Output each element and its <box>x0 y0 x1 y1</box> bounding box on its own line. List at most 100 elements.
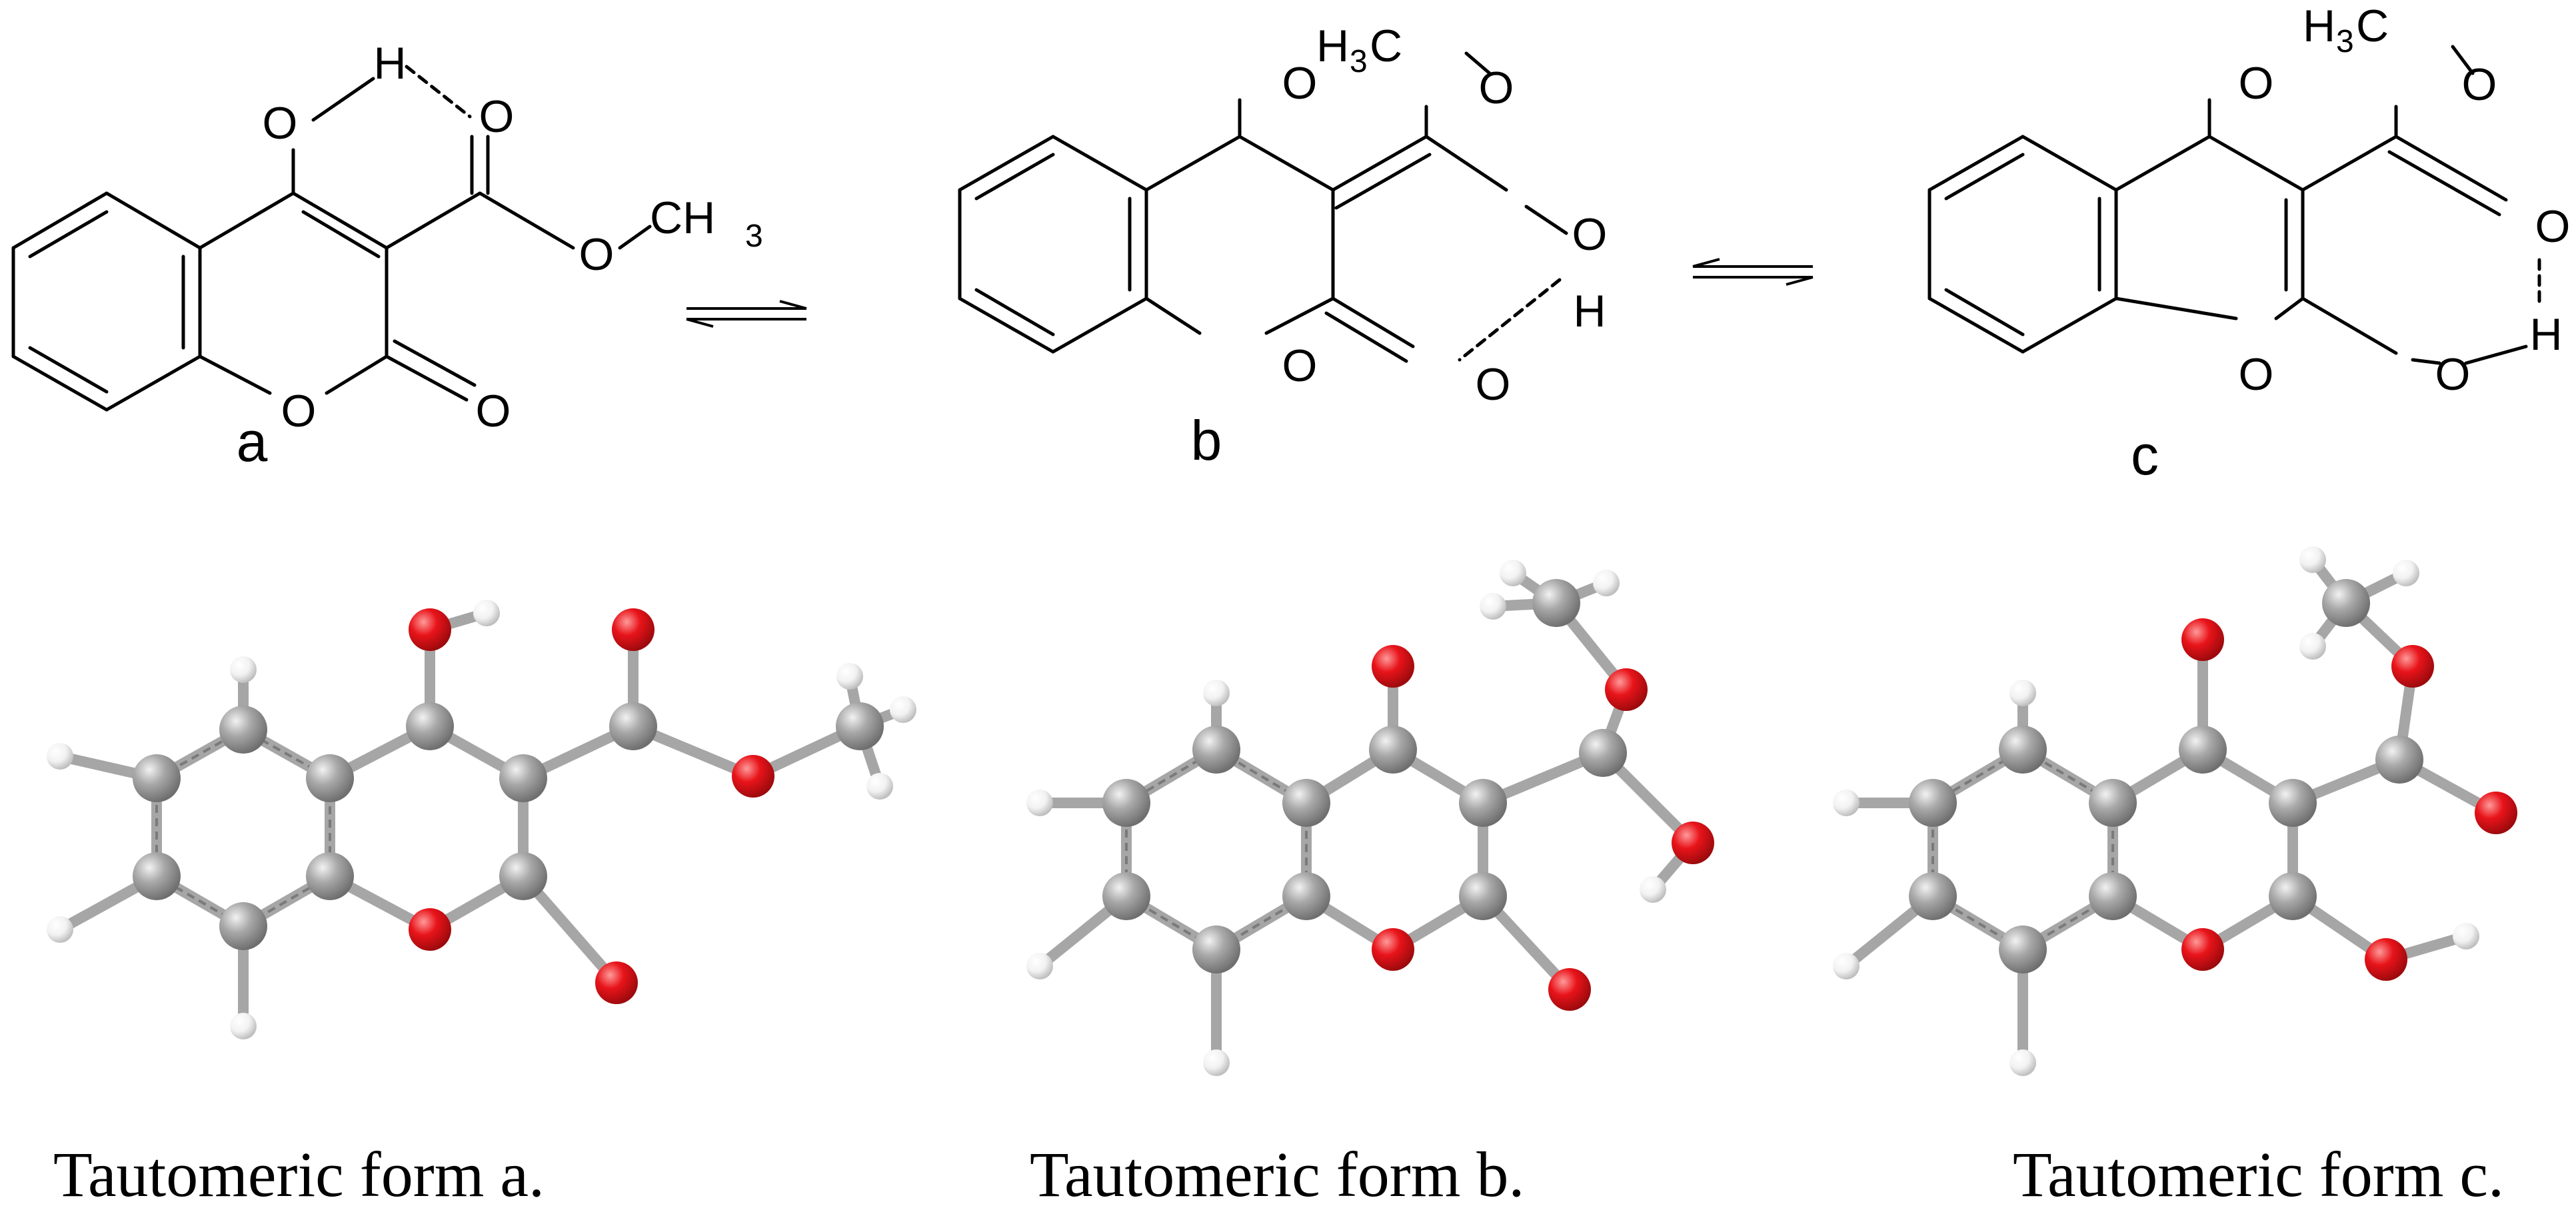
carbon-atom <box>2089 779 2137 827</box>
model-a-sticks <box>55 608 908 1031</box>
equilibrium-arrow-b-c <box>1692 258 1814 286</box>
atom-O-hydroxyl-a: O <box>263 98 298 149</box>
carbon-atom <box>1282 779 1330 827</box>
oxygen-atom <box>409 608 451 651</box>
caption-c: Tautomeric form c. <box>2013 1139 2504 1208</box>
atom-methyl-sub-b: 3 <box>1350 44 1368 79</box>
carbon-atom <box>1282 872 1330 920</box>
atom-O-carbonyl-c: O <box>2535 201 2571 252</box>
atom-O-hydroxyl-b: O <box>1572 209 1608 260</box>
hydrogen-atom <box>1026 790 1053 816</box>
atom-O-ring-a: O <box>281 386 317 436</box>
bonds-structure-a <box>11 65 652 412</box>
hydrogen-atom <box>230 1013 257 1039</box>
carbon-atom <box>1102 872 1150 920</box>
carbon-atom <box>2269 872 2317 920</box>
carbon-atom <box>406 702 454 750</box>
hydrogen-atom <box>47 916 73 943</box>
carbon-atom <box>2089 872 2137 920</box>
atom-O-lactone-a: O <box>476 386 511 436</box>
atom-O-carbonyl-a: O <box>479 91 515 142</box>
oxygen-atom <box>2391 645 2434 688</box>
equilibrium-arrow-a-b <box>686 300 807 328</box>
hydrogen-atom <box>1833 953 1860 979</box>
structures-2d <box>11 45 2541 412</box>
hydrogen-atom <box>1203 1049 1230 1076</box>
atom-methyl-c: H <box>2303 1 2335 51</box>
structure-label-b: b <box>1191 409 1222 472</box>
model-b-aromatic <box>1125 748 1308 951</box>
atom-H-bridge-c: H <box>2529 309 2562 360</box>
atom-O-ester-a: O <box>579 229 615 280</box>
atom-methyl-a: CH <box>650 193 715 243</box>
hydrogen-atom <box>2453 923 2479 949</box>
atom-H-hydroxyl-a: H <box>373 38 406 89</box>
carbon-atom <box>499 852 547 900</box>
atom-methyl-sub-c: 3 <box>2336 24 2354 59</box>
oxygen-atom <box>2181 618 2224 661</box>
model-c-aromatic <box>1932 748 2114 951</box>
atom-O-lactone-b: O <box>1476 359 1511 410</box>
atom-O-ketone-c: O <box>2239 58 2274 109</box>
oxygen-atom <box>732 755 774 798</box>
caption-a: Tautomeric form a. <box>53 1139 545 1208</box>
carbon-atom <box>1459 779 1507 827</box>
atom-O-ester-c: O <box>2462 59 2497 110</box>
hydrogen-atom <box>230 656 257 683</box>
structure-label-c: c <box>2131 424 2159 486</box>
atom-O-hydroxyl-c: O <box>2435 349 2471 400</box>
models-3d <box>47 546 2517 1076</box>
oxygen-atom <box>595 961 638 1004</box>
atom-O-ester-b: O <box>1479 63 1514 113</box>
atom-methyl-c-b: C <box>1370 21 1402 71</box>
carbon-atom <box>1999 726 2047 774</box>
oxygen-atom <box>1372 928 1414 971</box>
carbon-atom <box>306 852 354 900</box>
carbon-atom <box>306 754 354 802</box>
oxygen-atom <box>2181 928 2224 971</box>
carbon-atom <box>1532 579 1580 627</box>
labels-a: O H O O CH 3 O O a <box>237 38 763 473</box>
atom-O-ring-c: O <box>2239 349 2274 400</box>
carbon-atom <box>133 754 181 802</box>
hydrogen-atom <box>1026 953 1053 979</box>
atom-methyl-b: H <box>1316 21 1349 71</box>
model-b <box>1026 560 1714 1076</box>
hydrogen-atom <box>2009 1049 2036 1076</box>
model-c-atoms <box>1833 546 2517 1076</box>
oxygen-atom <box>1372 645 1414 688</box>
carbon-atom <box>1909 872 1957 920</box>
carbon-atom <box>609 702 657 750</box>
hydrogen-atom <box>1480 593 1506 620</box>
oxygen-atom <box>612 608 654 651</box>
carbon-atom <box>1192 726 1240 774</box>
hydrogen-atom <box>47 743 73 770</box>
atom-methyl-sub-a: 3 <box>745 219 763 254</box>
carbon-atom <box>1999 925 2047 973</box>
hydrogen-atom <box>1833 790 1860 816</box>
atom-H-hydroxyl-b: H <box>1573 286 1606 336</box>
bonds-structure-b <box>958 51 1568 363</box>
carbon-atom <box>1369 726 1417 774</box>
oxygen-atom <box>2365 938 2407 981</box>
labels-c: H 3 C O O O H O O c <box>2131 1 2570 486</box>
hydrogen-atom <box>2393 560 2419 586</box>
hydrogen-atom <box>890 696 916 723</box>
carbon-atom <box>2269 779 2317 827</box>
model-b-atoms <box>1026 560 1714 1076</box>
caption-b: Tautomeric form b. <box>1030 1139 1524 1208</box>
hydrogen-atom <box>1640 876 1666 903</box>
hydrogen-atom <box>2009 680 2036 706</box>
hydrogen-atom <box>473 600 500 626</box>
carbon-atom <box>1192 925 1240 973</box>
atom-methyl-c-c: C <box>2356 1 2389 51</box>
carbon-atom <box>219 902 267 950</box>
oxygen-atom <box>1672 822 1714 864</box>
hydrogen-atom <box>1593 570 1620 596</box>
atom-O-ketone-b: O <box>1282 58 1318 109</box>
structure-label-a: a <box>237 410 268 473</box>
bonds-structure-c <box>1928 45 2541 365</box>
carbon-atom <box>836 702 884 750</box>
oxygen-atom <box>409 908 451 951</box>
carbon-atom <box>1909 779 1957 827</box>
